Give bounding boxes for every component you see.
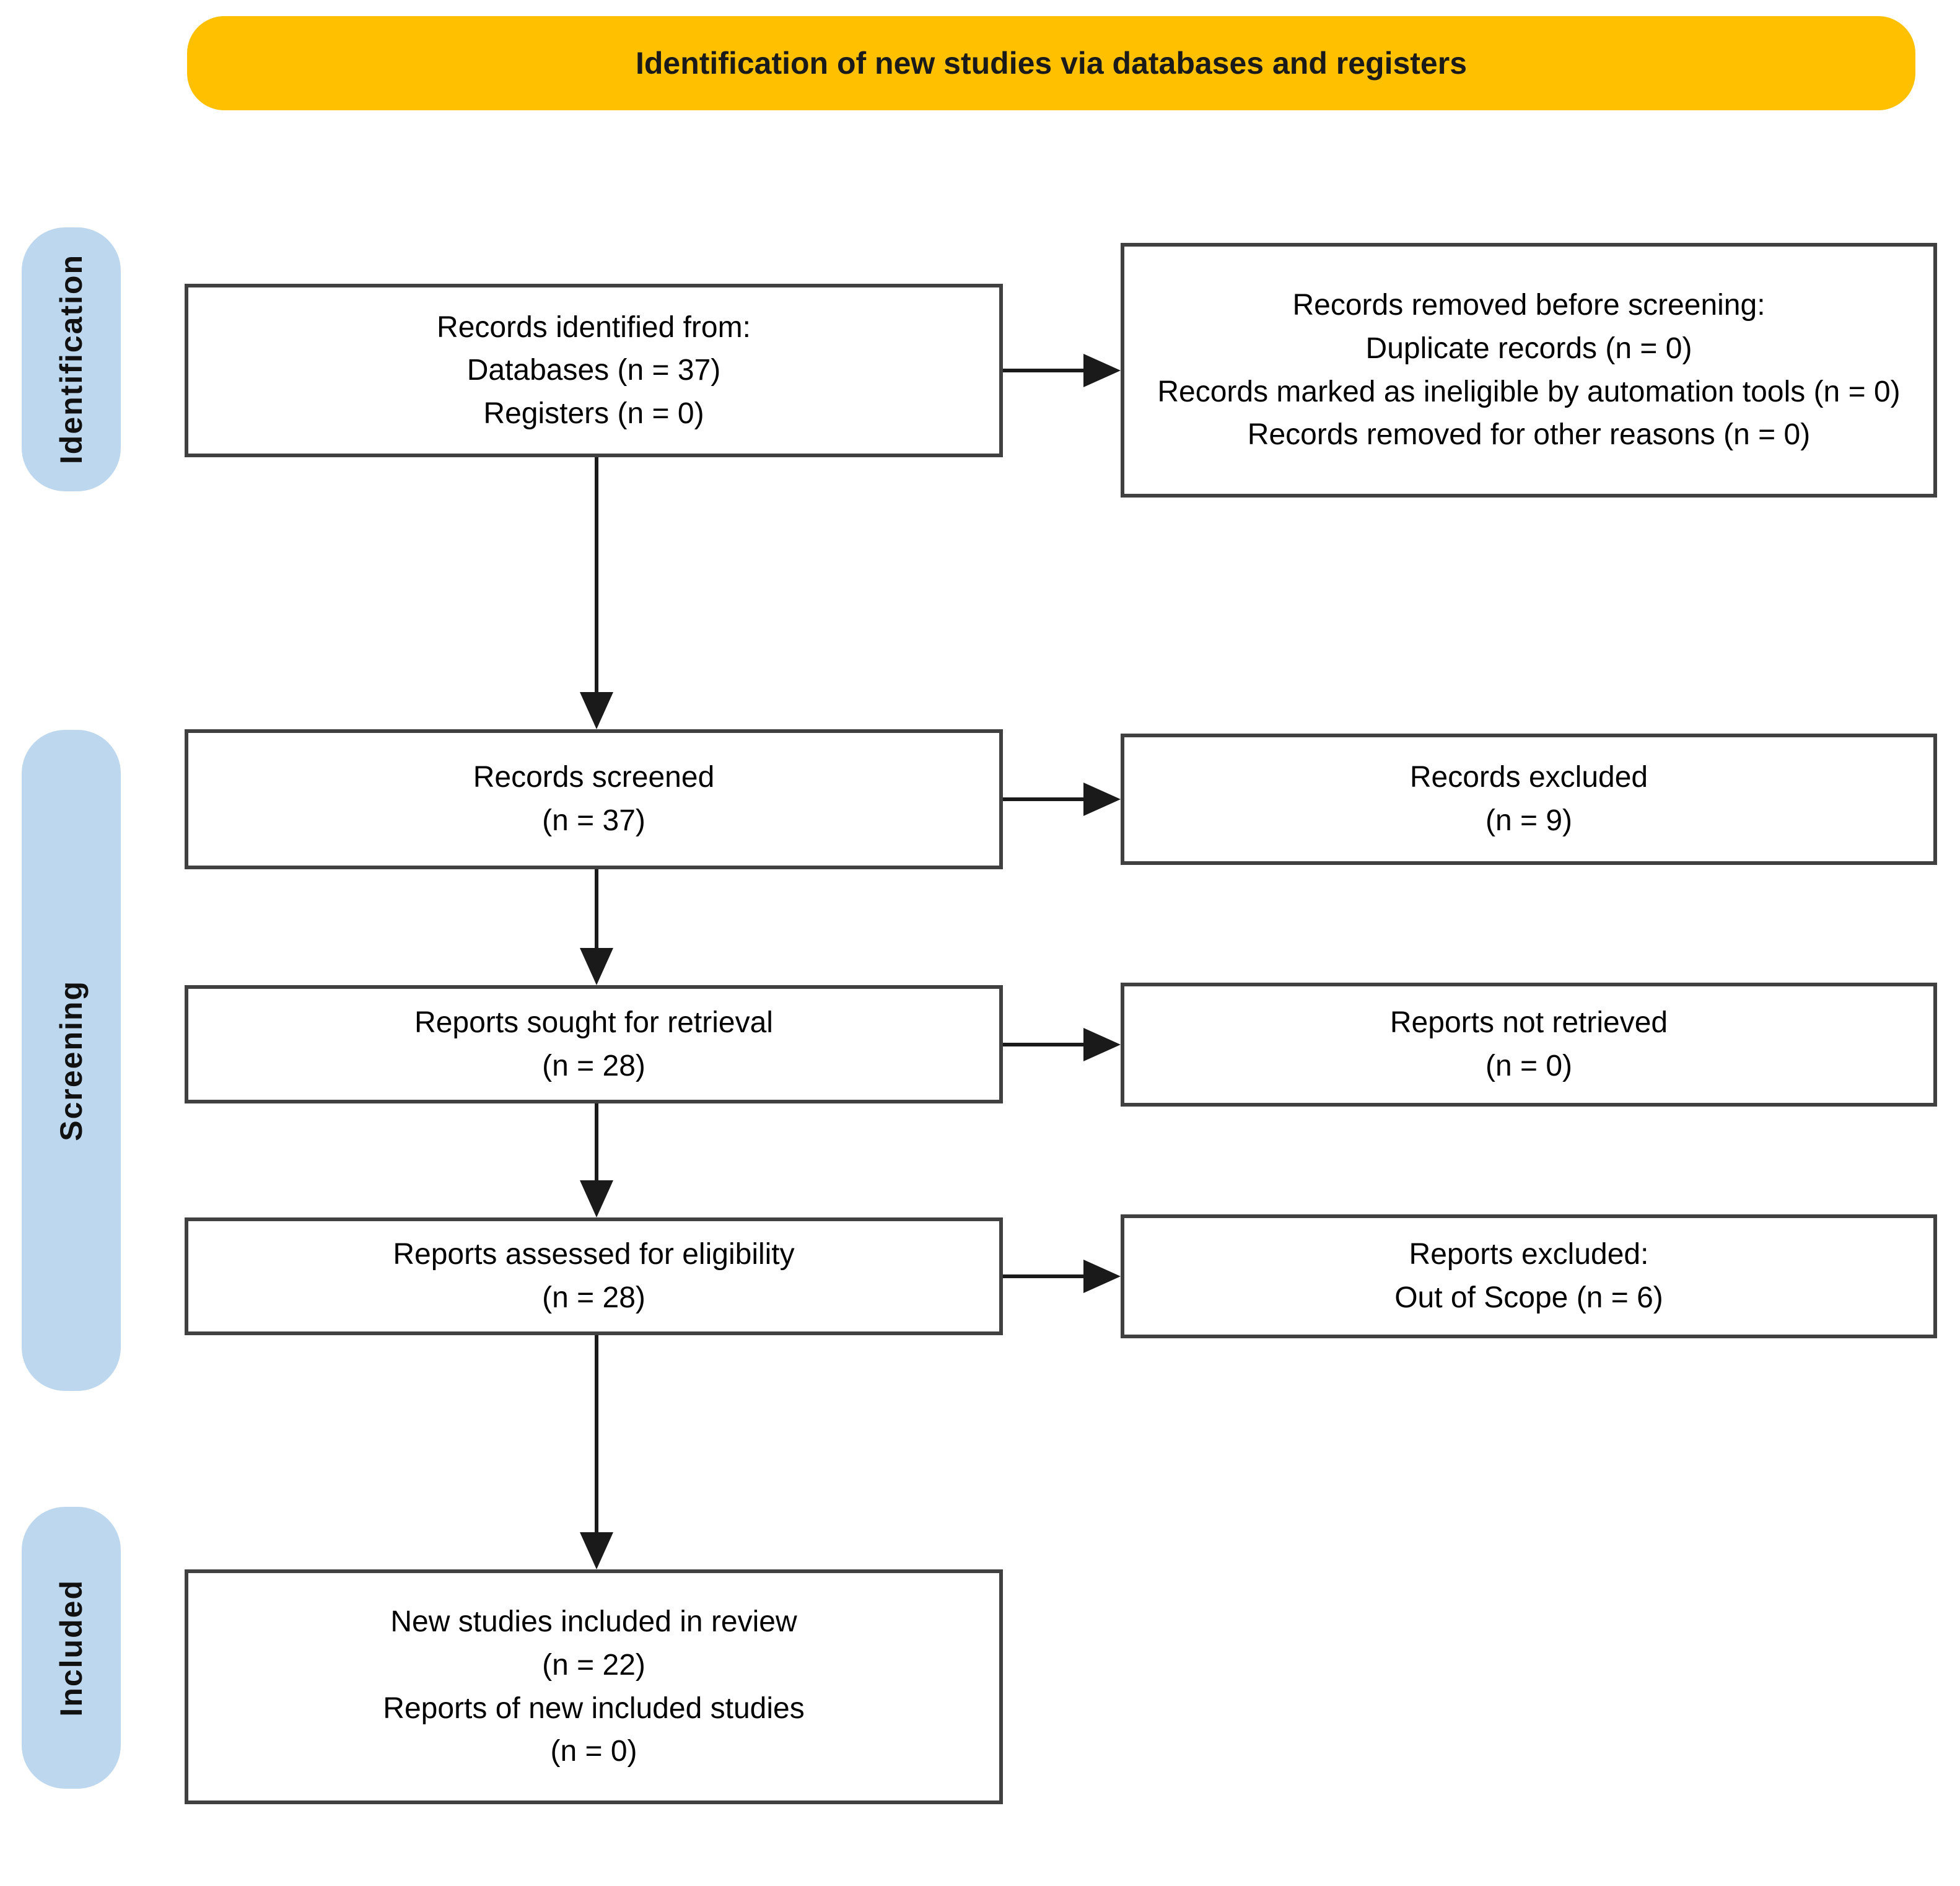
stage-screening: Screening (22, 730, 121, 1391)
box-line: Records removed for other reasons (n = 0… (1247, 418, 1811, 452)
box-line: New studies included in review (390, 1605, 797, 1639)
box-studies-included: New studies included in review (n = 22) … (185, 1569, 1003, 1804)
box-records-identified: Records identified from: Databases (n = … (185, 284, 1003, 457)
box-line: Records excluded (1409, 761, 1648, 794)
box-line: Reports assessed for eligibility (393, 1238, 795, 1271)
box-line: (n = 22) (542, 1648, 645, 1682)
box-line: Registers (n = 0) (483, 397, 704, 430)
arrow-line-screened-to-excluded (1003, 797, 1083, 801)
box-reports-assessed: Reports assessed for eligibility (n = 28… (185, 1217, 1003, 1335)
arrow-line-identified-to-removed (1003, 369, 1083, 372)
arrow-head-screened-to-excluded (1083, 783, 1121, 816)
arrow-head-sought-to-assessed (580, 1180, 613, 1217)
box-line: Records marked as ineligible by automati… (1157, 375, 1901, 408)
box-line: (n = 0) (550, 1735, 637, 1768)
arrow-line-assessed-to-included (595, 1335, 598, 1532)
box-line: Out of Scope (n = 6) (1394, 1281, 1663, 1314)
banner: Identification of new studies via databa… (187, 16, 1915, 110)
box-line: Reports not retrieved (1389, 1006, 1668, 1040)
box-line: (n = 0) (1485, 1050, 1573, 1082)
box-line: Reports sought for retrieval (414, 1006, 773, 1039)
stage-identification-label: Identification (54, 254, 89, 465)
box-line: Reports of new included studies (383, 1691, 805, 1725)
box-line: Records identified from: (437, 310, 751, 344)
stage-included-label: Included (54, 1579, 89, 1717)
box-line: Records removed before screening: (1292, 289, 1765, 322)
stage-identification: Identification (22, 227, 121, 491)
arrow-line-identified-to-screened (595, 457, 598, 692)
stage-screening-label: Screening (54, 980, 89, 1141)
arrow-head-assessed-to-excluded (1083, 1260, 1121, 1293)
arrow-line-sought-to-not-retrieved (1003, 1043, 1083, 1046)
box-line: Duplicate records (n = 0) (1365, 331, 1692, 365)
arrow-head-identified-to-removed (1083, 354, 1121, 387)
arrow-head-screened-to-sought (580, 948, 613, 985)
box-line: Reports excluded: (1409, 1238, 1649, 1271)
box-line: Records screened (473, 761, 715, 794)
box-line: (n = 9) (1485, 804, 1573, 837)
box-reports-excluded: Reports excluded: Out of Scope (n = 6) (1121, 1214, 1937, 1338)
box-line: Databases (n = 37) (466, 354, 721, 387)
arrow-line-screened-to-sought (595, 869, 598, 948)
arrow-head-identified-to-screened (580, 692, 613, 729)
box-line: (n = 37) (542, 804, 645, 837)
arrow-line-sought-to-assessed (595, 1103, 598, 1180)
box-line: (n = 28) (542, 1049, 645, 1082)
box-records-removed: Records removed before screening: Duplic… (1121, 243, 1937, 498)
box-records-screened: Records screened (n = 37) (185, 729, 1003, 869)
arrow-head-assessed-to-included (580, 1532, 613, 1569)
banner-title: Identification of new studies via databa… (635, 46, 1468, 81)
arrow-line-assessed-to-excluded (1003, 1274, 1083, 1278)
stage-included: Included (22, 1507, 121, 1789)
arrow-head-sought-to-not-retrieved (1083, 1028, 1121, 1061)
box-line: (n = 28) (542, 1281, 645, 1314)
box-reports-sought: Reports sought for retrieval (n = 28) (185, 985, 1003, 1103)
box-records-excluded: Records excluded (n = 9) (1121, 734, 1937, 865)
box-reports-not-retrieved: Reports not retrieved (n = 0) (1121, 983, 1937, 1107)
